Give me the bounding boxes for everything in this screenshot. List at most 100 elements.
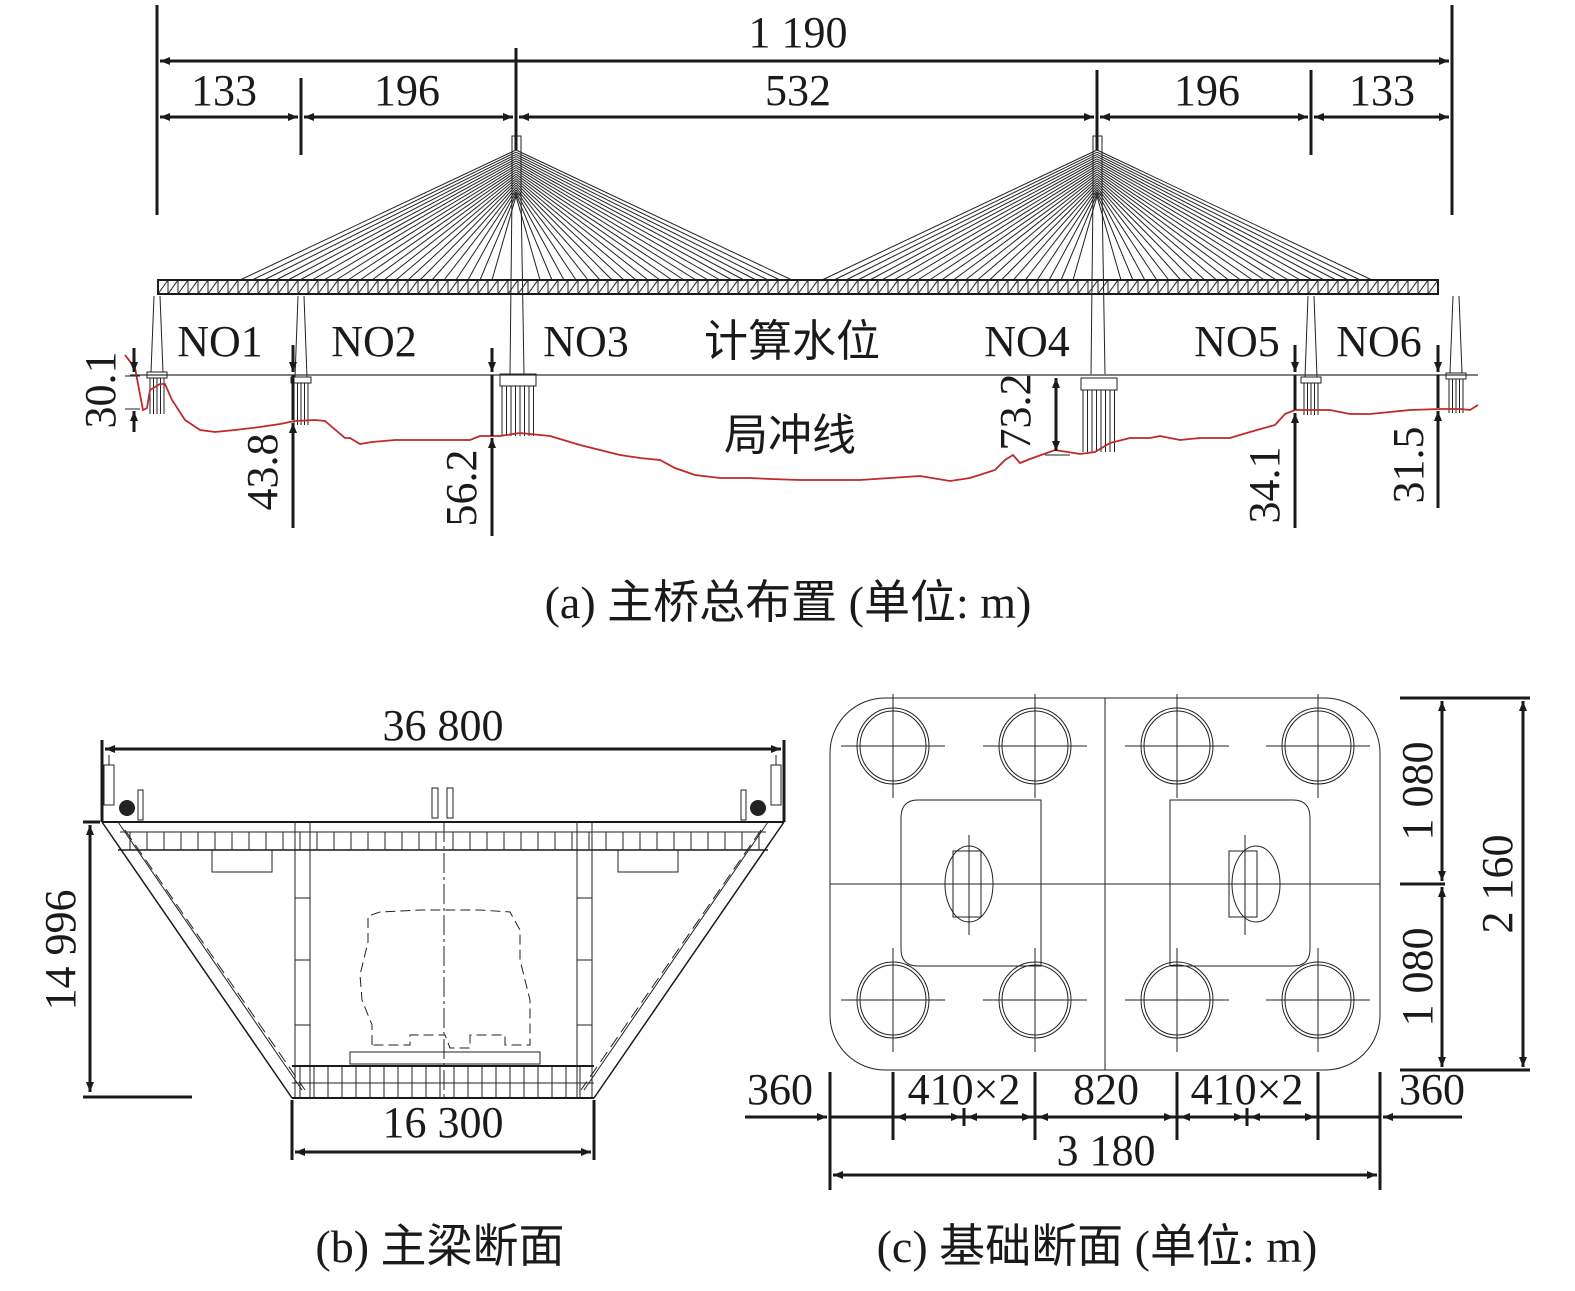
bottom-ribs xyxy=(299,1066,581,1098)
truss-diagonal xyxy=(547,279,559,295)
stay-cable xyxy=(515,167,697,281)
truss-diagonal xyxy=(877,279,889,295)
stay-cable xyxy=(407,180,517,281)
truss-diagonal xyxy=(1397,279,1409,295)
truss-diagonal xyxy=(407,279,419,295)
pier-column xyxy=(1304,295,1309,378)
truss-diagonal xyxy=(1167,279,1179,295)
truss-web xyxy=(157,279,1439,295)
pier-column xyxy=(294,295,299,378)
truss-diagonal xyxy=(797,279,809,295)
stay-cable xyxy=(1096,151,1361,281)
truss-diagonal xyxy=(1017,279,1029,295)
truss-diagonal xyxy=(907,279,919,295)
dim-bottom-4: 410×2 xyxy=(1191,1065,1304,1114)
truss-diagonal xyxy=(827,279,839,295)
stay-cable xyxy=(515,180,625,281)
stay-cable xyxy=(383,176,517,281)
truss-diagonal xyxy=(207,279,219,295)
water-level-label: 计算水位 xyxy=(704,316,880,367)
truss-diagonal xyxy=(447,279,459,295)
truss-diagonal xyxy=(177,279,189,295)
stay-cable xyxy=(1012,184,1098,281)
truss-diagonal xyxy=(1267,279,1279,295)
scour-dim-no6: 31.5 xyxy=(1384,345,1442,508)
truss-diagonal xyxy=(467,279,479,295)
dim-side-1: 1 080 xyxy=(1393,742,1442,841)
stay-cable xyxy=(821,149,1098,281)
stay-cable xyxy=(1096,191,1146,281)
bracket-left xyxy=(211,850,273,873)
stay-cable xyxy=(833,151,1098,281)
truss-diagonal xyxy=(587,279,599,295)
stay-cable xyxy=(443,187,517,281)
stay-cable xyxy=(359,171,517,281)
truss-diagonal xyxy=(1077,279,1089,295)
truss-diagonal xyxy=(1177,279,1189,295)
stay-cable xyxy=(515,151,781,281)
stay-cable xyxy=(1096,178,1217,281)
truss-diagonal xyxy=(1187,279,1199,295)
stay-cable xyxy=(1060,193,1098,281)
vertical-web-right xyxy=(576,822,593,1098)
stay-cable xyxy=(1096,158,1325,281)
pile-group xyxy=(841,694,1370,1052)
truss-diagonal xyxy=(857,279,869,295)
truss-diagonal xyxy=(1307,279,1319,295)
side-piers xyxy=(146,295,1467,425)
truss-diagonal xyxy=(817,279,829,295)
truss-diagonal xyxy=(1367,279,1379,295)
railing-left xyxy=(103,755,144,821)
truss-diagonal xyxy=(167,279,179,295)
tower-hole-left xyxy=(944,835,994,935)
truss-diagonal xyxy=(897,279,909,295)
railing-right xyxy=(740,755,782,821)
truss-diagonal xyxy=(1007,279,1019,295)
truss-diagonal xyxy=(1147,279,1159,295)
central-barrier xyxy=(431,787,454,819)
stay-cable xyxy=(1096,180,1205,281)
stay-cable xyxy=(419,182,517,281)
truss-diagonal xyxy=(307,279,319,295)
truss-diagonal xyxy=(1137,279,1149,295)
dim-span-3: 532 xyxy=(765,66,831,115)
scour-line xyxy=(124,354,1479,482)
tower-base-left xyxy=(900,799,1042,967)
truss-diagonal xyxy=(557,279,569,295)
panel-a-general-layout: 1 190 133 196 532 196 133 xyxy=(76,5,1479,628)
truss-diagonal xyxy=(747,279,759,295)
stay-cable xyxy=(1096,193,1134,281)
stay-cable xyxy=(323,164,517,281)
pile-cap xyxy=(1445,372,1467,380)
stay-cable xyxy=(467,191,517,281)
stay-cable xyxy=(893,162,1098,281)
truss-diagonal xyxy=(197,279,209,295)
truss-diagonal xyxy=(1197,279,1209,295)
truss-diagonal xyxy=(787,279,799,295)
scour-dim-no1: 30.1 xyxy=(76,348,140,432)
truss-diagonal xyxy=(267,279,279,295)
track-ballast xyxy=(349,1051,541,1065)
stay-cable xyxy=(1036,189,1098,281)
scour-depth-no1: 30.1 xyxy=(76,352,125,429)
truss-diagonal xyxy=(647,279,659,295)
stay-cable xyxy=(515,149,793,281)
pier-column xyxy=(1313,295,1318,378)
scour-depth-no2: 43.8 xyxy=(238,434,287,511)
scour-depth-no4: 73.2 xyxy=(991,374,1040,451)
truss-diagonal xyxy=(387,279,399,295)
pier-column xyxy=(1449,295,1454,374)
stay-cable xyxy=(515,182,613,281)
truss-diagonal xyxy=(437,279,449,295)
truss-diagonal xyxy=(1337,279,1349,295)
inclined-web-right xyxy=(580,821,785,1099)
scour-depth-no5: 34.1 xyxy=(1240,447,1289,524)
truss-diagonal xyxy=(427,279,439,295)
truss-diagonal xyxy=(577,279,589,295)
truss-diagonal xyxy=(1377,279,1389,295)
stay-cable xyxy=(1096,164,1289,281)
truss-diagonal xyxy=(657,279,669,295)
dim-total-width: 3 180 xyxy=(1057,1126,1156,1175)
truss-diagonal xyxy=(917,279,929,295)
